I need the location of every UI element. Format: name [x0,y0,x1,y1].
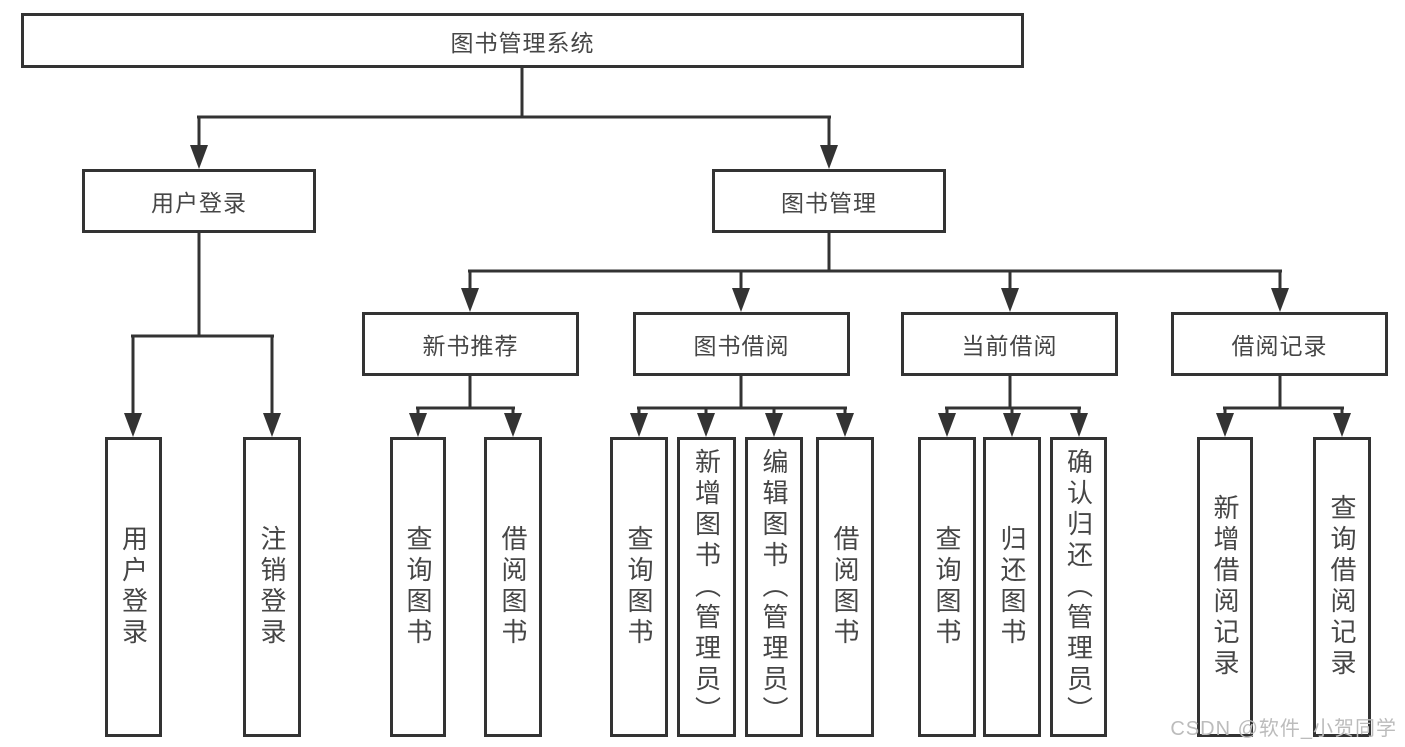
node-book-borrow: 图书借阅 [633,312,850,376]
node-book-management-label: 图书管理 [781,190,877,216]
csdn-watermark: CSDN @软件_小贺同学 [1170,718,1397,740]
leaf-record-add-borrow-record-label: 新增借阅记录 [1210,494,1240,680]
leaf-borrow-query-books-label: 查询图书 [624,525,654,649]
leaf-borrow-edit-books-admin: 编辑图书（管理员） [745,437,803,737]
leaf-record-query-borrow-record-label: 查询借阅记录 [1327,494,1357,680]
node-current-borrow: 当前借阅 [901,312,1118,376]
leaf-borrow-query-books: 查询图书 [610,437,668,737]
node-library-system: 图书管理系统 [21,13,1024,68]
leaf-newbook-query-books: 查询图书 [390,437,446,737]
node-new-book-recommend-label: 新书推荐 [422,333,519,359]
leaf-borrow-edit-books-admin-label: 编辑图书（管理员） [759,447,789,727]
node-library-system-label: 图书管理系统 [450,29,595,56]
leaf-user-login: 用户登录 [105,437,162,737]
leaf-newbook-borrow-books-label: 借阅图书 [498,525,528,649]
node-new-book-recommend: 新书推荐 [362,312,579,376]
node-borrow-record: 借阅记录 [1171,312,1388,376]
leaf-borrow-borrow-books-label: 借阅图书 [830,525,860,649]
leaf-current-confirm-return-admin: 确认归还（管理员） [1050,437,1107,737]
leaf-current-query-books: 查询图书 [918,437,976,737]
leaf-borrow-borrow-books: 借阅图书 [816,437,874,737]
leaf-borrow-add-books-admin: 新增图书（管理员） [677,437,736,737]
leaf-current-return-books: 归还图书 [983,437,1041,737]
leaf-logout: 注销登录 [243,437,301,737]
node-current-borrow-label: 当前借阅 [961,333,1058,359]
node-user-login-label: 用户登录 [151,190,247,216]
node-user-login: 用户登录 [82,169,316,233]
node-book-management: 图书管理 [712,169,946,233]
node-borrow-record-label: 借阅记录 [1231,333,1328,359]
leaf-logout-label: 注销登录 [257,525,287,649]
leaf-record-query-borrow-record: 查询借阅记录 [1313,437,1371,737]
leaf-record-add-borrow-record: 新增借阅记录 [1197,437,1253,737]
leaf-current-return-books-label: 归还图书 [997,525,1027,649]
leaf-user-login-label: 用户登录 [118,525,149,649]
node-book-borrow-label: 图书借阅 [693,333,790,359]
leaf-newbook-borrow-books: 借阅图书 [484,437,542,737]
leaf-newbook-query-books-label: 查询图书 [403,525,433,649]
leaf-borrow-add-books-admin-label: 新增图书（管理员） [691,447,722,727]
leaf-current-query-books-label: 查询图书 [932,525,962,649]
leaf-current-confirm-return-admin-label: 确认归还（管理员） [1063,447,1094,727]
